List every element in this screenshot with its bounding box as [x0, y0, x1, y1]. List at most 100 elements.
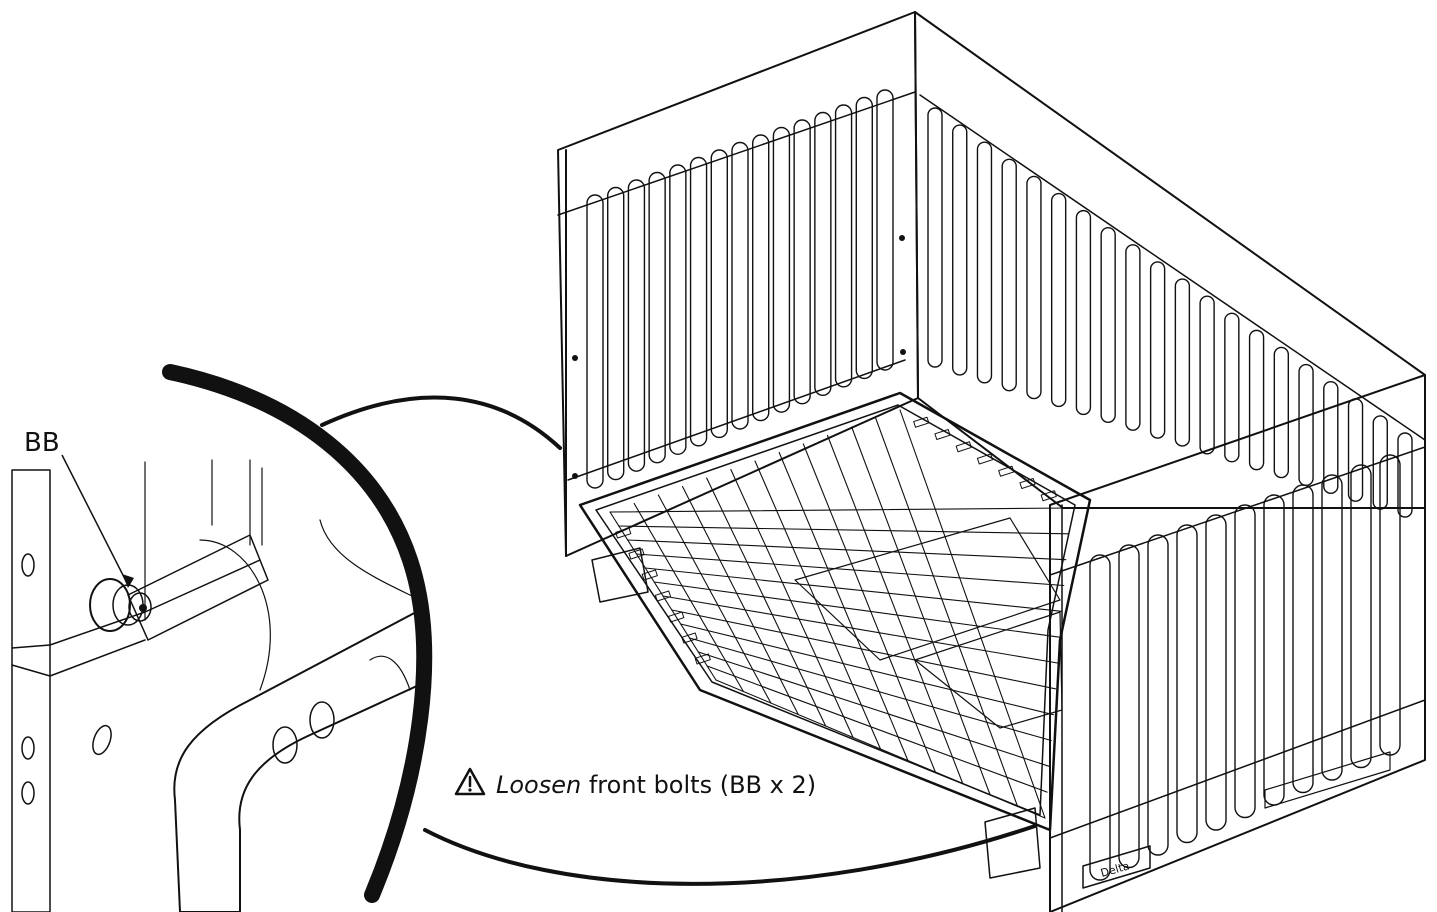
grid-wire	[875, 417, 1019, 808]
side-slat	[1174, 278, 1191, 447]
back-slat	[731, 141, 749, 430]
grid-wire	[627, 539, 1067, 561]
grid-wire	[644, 567, 1063, 612]
support-grid	[609, 409, 1071, 819]
back-slat	[752, 134, 770, 422]
spring	[654, 590, 672, 602]
front-slat	[1350, 464, 1372, 769]
back-slat	[710, 149, 728, 439]
grid-wire	[671, 609, 1056, 690]
grid-wire	[899, 409, 1046, 819]
side-slat	[1125, 244, 1141, 431]
spring	[934, 428, 951, 441]
spring	[976, 453, 994, 465]
front-slat	[1205, 514, 1227, 831]
brand-plate-text: Delta	[1099, 859, 1131, 880]
back-left-panel	[557, 11, 919, 557]
grid-wire	[688, 637, 1052, 742]
bolt-hole	[572, 355, 578, 361]
front-slat	[1263, 494, 1285, 806]
front-slat	[1321, 474, 1343, 781]
back-slat	[814, 111, 832, 396]
bolt-bb	[89, 534, 269, 641]
front-slat	[1118, 544, 1140, 869]
post-hole	[21, 781, 35, 805]
front-slat	[1147, 534, 1169, 856]
side-slat	[1323, 380, 1339, 495]
grid-wire	[851, 426, 991, 796]
grid-wire	[730, 468, 854, 739]
instruction-verb: Loosen	[496, 771, 581, 799]
spring	[1040, 490, 1057, 502]
back-slat	[876, 89, 894, 371]
instruction-caption: Loosen front bolts (BB x 2)	[454, 767, 816, 799]
back-slat	[855, 96, 873, 380]
grid-wire	[754, 460, 882, 750]
side-slat	[1224, 312, 1240, 463]
spring	[615, 527, 632, 539]
magnifier-connector-top	[320, 395, 562, 450]
post-hole	[21, 553, 35, 577]
bolt-hole	[572, 473, 578, 479]
brand-plate: Delta	[1082, 845, 1151, 889]
back-slats	[586, 89, 894, 489]
side-slat	[1026, 175, 1042, 400]
front-slats	[1089, 454, 1401, 881]
detail-magnified-view	[11, 364, 1037, 912]
grid-wire	[635, 553, 1065, 587]
grid-wire	[778, 451, 909, 762]
post-hole	[21, 736, 35, 760]
back-slat	[689, 156, 708, 447]
grid-wire	[609, 511, 717, 681]
side-slat	[1050, 192, 1067, 408]
magnifier-arc	[162, 364, 433, 903]
mattress-support-frame	[578, 391, 1092, 879]
side-slat	[976, 141, 993, 384]
right-back-slats	[927, 107, 1413, 518]
bolt-hole	[899, 235, 905, 241]
grid-wire	[680, 623, 1054, 716]
bb-leader-arrow	[122, 574, 134, 588]
spring	[628, 548, 645, 560]
callout-label-bb: BB	[24, 428, 60, 458]
front-slat	[1234, 504, 1256, 819]
spring	[668, 611, 685, 623]
spring	[681, 632, 698, 644]
side-slat	[1248, 329, 1265, 471]
back-slat	[772, 126, 791, 413]
side-slat	[927, 107, 943, 368]
front-slat	[1176, 524, 1198, 844]
grid-wire	[697, 651, 1050, 767]
spring	[694, 653, 711, 665]
back-slat	[627, 179, 646, 472]
front-rail-label-area	[1264, 751, 1391, 809]
side-slat	[1199, 295, 1215, 455]
back-right-panel	[914, 11, 1426, 518]
instruction-text: Loosen front bolts (BB x 2)	[496, 771, 816, 799]
front-slat	[1292, 484, 1314, 794]
front-slat	[1089, 554, 1111, 881]
spring	[955, 441, 972, 453]
post-hole	[92, 724, 112, 756]
back-slat	[669, 164, 687, 455]
grid-wire	[657, 494, 772, 704]
bb-leader-line	[61, 454, 129, 586]
grid-wire	[681, 485, 799, 716]
spring	[1019, 477, 1036, 490]
side-slat	[952, 124, 968, 376]
bolt-hole	[900, 349, 906, 355]
grid-wire	[618, 525, 1069, 535]
side-slat	[1001, 158, 1017, 392]
spring	[913, 416, 930, 428]
grid-wire	[662, 595, 1059, 664]
side-slat	[1372, 415, 1388, 510]
magnifier-connector-bottom	[423, 824, 1037, 886]
back-slat	[648, 171, 666, 464]
back-slat	[793, 119, 811, 405]
warning-triangle-icon	[454, 767, 486, 796]
spring	[998, 465, 1015, 477]
front-panel: Delta	[1049, 374, 1426, 912]
grid-wire	[802, 443, 936, 773]
grid-wire	[826, 434, 964, 785]
